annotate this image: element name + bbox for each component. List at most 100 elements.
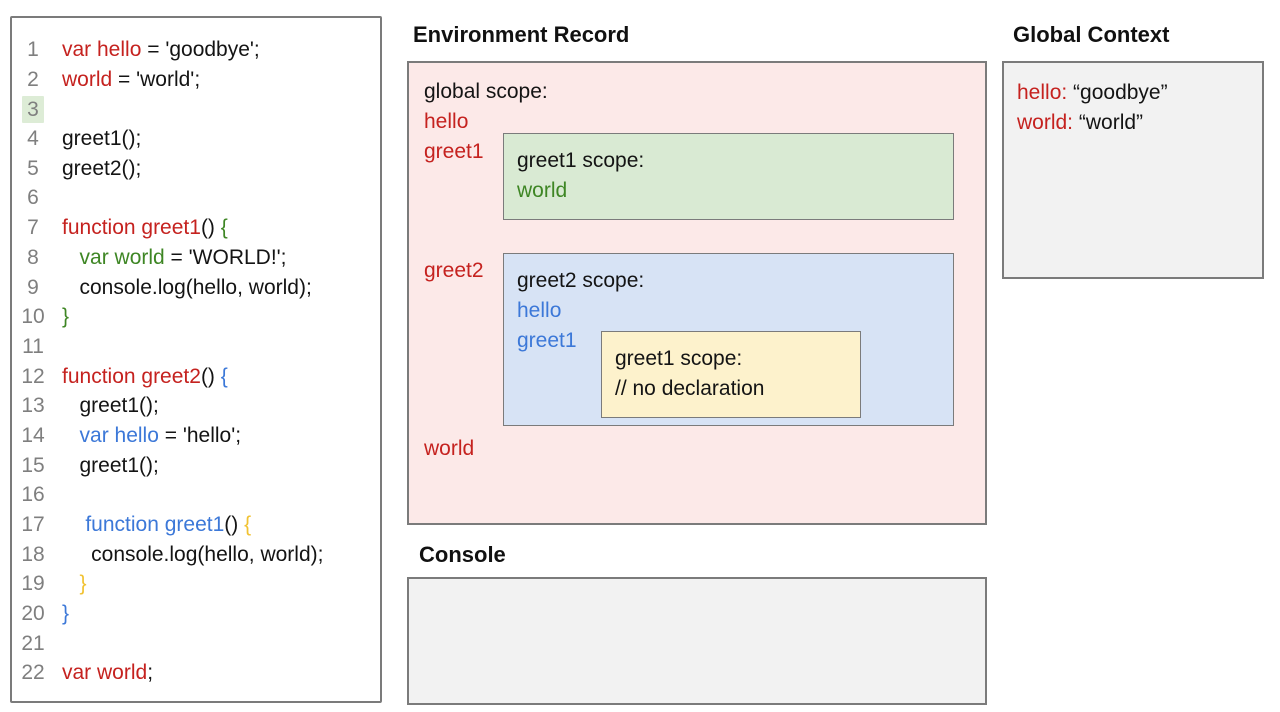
greet1-scope-var-world: world (517, 179, 568, 202)
code-line: 14 var hello = 'hello'; (12, 421, 380, 451)
greet2-scope-var-hello: hello (517, 299, 562, 322)
line-number: 2 (27, 67, 39, 91)
code-text: console.log(hello, world); (62, 273, 312, 303)
code-token: { (220, 216, 228, 240)
environment-record-box: global scope: hello greet1 greet2 world … (407, 61, 987, 525)
code-lines: 1 var hello = 'goodbye'; 2 world = 'world';… (12, 35, 380, 688)
code-text: greet2(); (62, 154, 141, 184)
code-line: 6 (12, 183, 380, 213)
line-number: 5 (27, 156, 39, 180)
code-line: 21 (12, 629, 380, 659)
code-text: var hello = 'hello'; (62, 421, 242, 451)
code-token: greet1(); (62, 453, 159, 477)
code-token: = 'WORLD!'; (164, 245, 287, 269)
code-text: greet1(); (62, 124, 141, 154)
code-text: greet1(); (62, 391, 159, 421)
code-line: 15 greet1(); (12, 451, 380, 481)
code-token: function greet1 (85, 513, 225, 536)
code-text: var hello = 'goodbye'; (62, 35, 260, 65)
code-token: = 'goodbye'; (141, 38, 260, 61)
line-number: 15 (21, 453, 45, 477)
code-token: greet2(); (62, 156, 142, 180)
line-number: 7 (27, 216, 39, 240)
code-line: 11 (12, 332, 380, 362)
line-number: 18 (21, 542, 45, 566)
code-text: } (62, 599, 69, 629)
code-text: console.log(hello, world); (62, 540, 323, 570)
code-text: var world = 'WORLD!'; (62, 243, 287, 273)
inner-greet1-scope-title: greet1 scope: (615, 347, 743, 370)
environment-record-title: Environment Record (413, 22, 630, 47)
code-token: function greet2 (62, 364, 201, 388)
greet2-scope-box: greet2 scope: hello greet1 greet1 scope:… (503, 253, 954, 426)
line-number: 9 (27, 275, 39, 299)
code-token: } (62, 602, 70, 626)
code-line: 4 greet1(); (12, 124, 380, 154)
code-token: { (220, 364, 228, 388)
code-token: console.log(hello, world); (62, 275, 312, 299)
code-text: var world; (62, 658, 153, 688)
global-var-hello: hello (424, 110, 469, 133)
code-line: 13 greet1(); (12, 391, 380, 421)
code-token (62, 246, 80, 269)
code-text: } (62, 302, 69, 332)
line-number: 13 (21, 394, 45, 418)
console-title: Console (419, 542, 506, 567)
code-token: var world (62, 661, 148, 685)
line-number: 1 (27, 38, 39, 61)
global-context-entry: world: “world” (1017, 108, 1262, 138)
code-token: ; (147, 661, 154, 685)
line-number: 12 (21, 364, 45, 388)
line-number: 11 (22, 334, 44, 358)
code-token: = 'hello'; (158, 423, 242, 447)
code-token: } (79, 572, 87, 596)
inner-greet1-scope-comment: // no declaration (615, 377, 765, 400)
line-number-highlighted: 3 (22, 95, 44, 123)
global-context-box: hello: “goodbye” world: “world” (1002, 61, 1264, 279)
code-token: () (200, 364, 221, 388)
global-context-entry-name: world: (1017, 110, 1074, 134)
code-text: } (62, 569, 87, 599)
code-line: 3 (12, 94, 380, 124)
global-context-entry: hello: “goodbye” (1017, 78, 1262, 108)
code-line: 1 var hello = 'goodbye'; (12, 35, 380, 65)
code-token: greet1(); (62, 394, 159, 418)
code-line: 12 function greet2() { (12, 362, 380, 392)
code-text: function greet2() { (62, 362, 228, 392)
code-line: 2 world = 'world'; (12, 65, 380, 95)
line-number: 21 (21, 631, 45, 655)
code-editor-panel: 1 var hello = 'goodbye'; 2 world = 'world';… (10, 16, 382, 703)
code-line: 17 function greet1() { (12, 510, 380, 540)
greet2-scope-var-greet1: greet1 (517, 329, 577, 352)
code-text: world = 'world'; (62, 65, 200, 95)
code-text: function greet1() { (62, 213, 228, 243)
greet1-scope-title: greet1 scope: (517, 149, 645, 172)
code-line: 8 var world = 'WORLD!'; (12, 243, 380, 273)
line-number: 17 (21, 513, 45, 536)
global-context-entry-name: hello: (1017, 81, 1068, 104)
console-output-box (407, 577, 987, 705)
global-context-entry-value: “goodbye” (1067, 81, 1168, 104)
code-token: = 'world'; (112, 67, 201, 91)
code-token: function greet1 (62, 216, 201, 240)
code-token: var world (79, 245, 165, 269)
line-number: 10 (21, 305, 45, 329)
code-line: 16 (12, 480, 380, 510)
code-line: 18 console.log(hello, world); (12, 540, 380, 570)
code-token: var hello (62, 38, 142, 61)
global-var-greet1: greet1 (424, 140, 484, 163)
code-text: function greet1() { (62, 510, 251, 540)
line-number: 4 (27, 127, 39, 151)
global-var-world: world (424, 437, 475, 460)
line-number: 14 (21, 423, 45, 447)
code-text: greet1(); (62, 451, 159, 481)
code-token (62, 424, 80, 447)
greet2-scope-title: greet2 scope: (517, 269, 645, 292)
code-token: () (224, 513, 245, 536)
code-line: 5 greet2(); (12, 154, 380, 184)
code-token (62, 572, 80, 595)
code-line: 10} (12, 302, 380, 332)
global-var-greet2: greet2 (424, 259, 484, 282)
code-token: () (200, 216, 221, 240)
